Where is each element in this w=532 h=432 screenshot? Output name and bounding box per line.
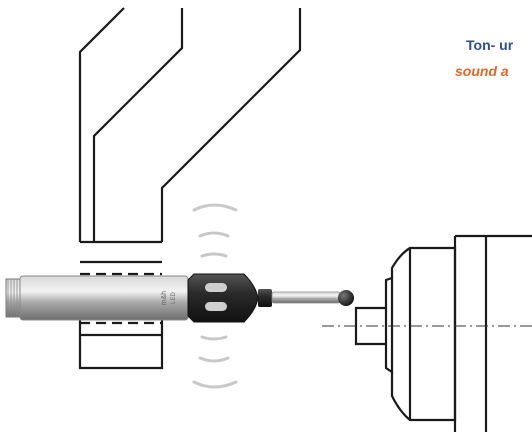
- spindle-right-top: [160, 8, 302, 242]
- probe-led-window-bottom: [205, 302, 227, 311]
- holder-lower: [78, 314, 164, 370]
- workpiece: [322, 234, 532, 432]
- probe-stylus-shaft: [271, 291, 341, 304]
- probe-head: [187, 273, 259, 323]
- workpiece-body: [453, 234, 532, 432]
- caption-line-2: sound a: [455, 63, 509, 79]
- probe-led-window-top: [205, 283, 227, 292]
- wave-bottom-1: [192, 380, 238, 389]
- wave-top-2: [198, 231, 230, 238]
- wave-bottom-2: [198, 356, 230, 363]
- spindle-inner-top: [92, 8, 184, 242]
- wave-bottom-3: [200, 335, 228, 341]
- probe-stylus-collar: [258, 289, 272, 307]
- wave-top-3: [200, 252, 228, 258]
- workpiece-hub: [390, 246, 457, 422]
- sound-wave-icon: [192, 203, 238, 389]
- probe-stylus-ball: [338, 290, 354, 306]
- probe-model-label: LED: [171, 291, 177, 303]
- spindle-holder: [78, 7, 302, 370]
- probe-brand-label: m&h: [161, 291, 168, 306]
- wave-top-1: [192, 203, 238, 212]
- caption-line-1: Ton- ur: [466, 37, 514, 53]
- workpiece-flange: [384, 276, 394, 375]
- touch-probe: m&h LED: [5, 273, 354, 323]
- spindle-outer-left: [78, 7, 125, 242]
